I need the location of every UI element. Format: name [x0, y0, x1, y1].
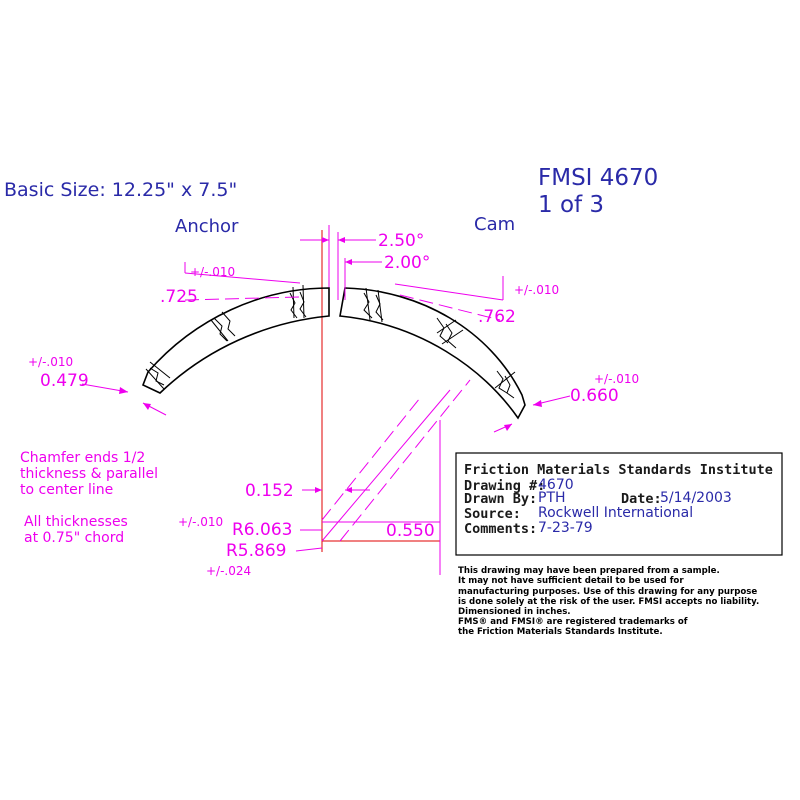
angle-inner-label: 2.00° — [384, 253, 430, 273]
disclaimer-line-3: manufacturing purposes. Use of this draw… — [458, 587, 757, 597]
thick-left-dashed — [184, 296, 301, 301]
anchor-lining-outline — [141, 287, 330, 394]
disclaimer-line-5: Dimensioned in inches. — [458, 607, 571, 617]
sheet-number: 1 of 3 — [538, 192, 604, 218]
thick-right-dashed — [399, 294, 501, 321]
title-comments-label: Comments: — [464, 521, 537, 537]
offset-right-value: 0.550 — [386, 521, 435, 541]
title-date-value: 5/14/2003 — [660, 490, 732, 506]
anchor-lining-marks — [145, 284, 307, 390]
thick-left-extension — [184, 272, 301, 284]
radius-line-1 — [321, 389, 451, 542]
radius-line-3 — [321, 397, 421, 521]
thick-right-extension — [394, 283, 504, 301]
title-block — [455, 452, 783, 556]
thick-right-tolerance: +/-.010 — [514, 283, 559, 297]
chamfer-note-line-1: Chamfer ends 1/2 — [20, 450, 145, 466]
disclaimer-line-4: is done solely at the risk of the user. … — [458, 597, 759, 607]
title-comments-value: 7-23-79 — [538, 520, 593, 536]
thick-left-value: .725 — [160, 287, 198, 307]
angle-outer-arrow-right — [338, 237, 345, 243]
angle-inner-arrow — [345, 259, 352, 265]
fmsi-number: FMSI 4670 — [538, 165, 658, 191]
cam-label: Cam — [474, 214, 515, 235]
end-left-lower-arrow — [143, 403, 151, 410]
end-left-tolerance: +/-.010 — [28, 355, 73, 369]
chamfer-note-line-2: thickness & parallel — [20, 466, 158, 482]
radius-line-2 — [339, 379, 471, 542]
offset-arrow-left — [315, 487, 322, 493]
end-right-lower-arrow — [504, 424, 512, 431]
end-right-value: 0.660 — [570, 386, 619, 406]
chamfer-note-line-3: to center line — [20, 482, 113, 498]
r-inner-leader — [295, 547, 323, 552]
thickness-note-line-2: at 0.75" chord — [24, 530, 124, 546]
end-right-tolerance: +/-.010 — [594, 372, 639, 386]
end-left-value: 0.479 — [40, 371, 89, 391]
thick-left-tolerance: +/-.010 — [190, 265, 235, 279]
basic-size-label: Basic Size: 12.25" x 7.5" — [4, 179, 237, 201]
cam-lining-outline — [339, 287, 526, 420]
cam-lining-marks — [363, 287, 516, 399]
title-source-label: Source: — [464, 506, 521, 522]
disclaimer-line-2: It may not have sufficient detail to be … — [458, 576, 684, 586]
disclaimer-line-7: the Friction Materials Standards Institu… — [458, 627, 663, 637]
thickness-note-line-1: All thicknesses — [24, 514, 128, 530]
end-right-arrow — [533, 400, 542, 407]
r-inner-tolerance: +/-.024 — [206, 564, 251, 578]
title-drawing-value: 4670 — [538, 477, 574, 493]
title-drawn-value: PTH — [538, 490, 566, 506]
anchor-label: Anchor — [175, 216, 239, 237]
angle-outer-label: 2.50° — [378, 231, 424, 251]
thick-right-value: .762 — [478, 307, 516, 327]
end-left-arrow — [119, 387, 128, 394]
title-date-label: Date: — [621, 491, 662, 507]
disclaimer-line-6: FMS® and FMSI® are registered trademarks… — [458, 617, 688, 627]
title-drawn-label: Drawn By: — [464, 491, 537, 507]
disclaimer-line-1: This drawing may have been prepared from… — [458, 566, 720, 576]
angle-outer-arrow-left — [322, 237, 329, 243]
offset-arrow-right — [345, 487, 352, 493]
title-institute: Friction Materials Standards Institute — [464, 462, 773, 478]
r-inner-value: R5.869 — [226, 541, 286, 561]
title-drawing-label: Drawing #: — [464, 478, 545, 494]
title-source-value: Rockwell International — [538, 505, 693, 521]
r-outer-tolerance: +/-.010 — [178, 515, 223, 529]
offset-value: 0.152 — [245, 481, 294, 501]
r-outer-value: R6.063 — [232, 520, 292, 540]
